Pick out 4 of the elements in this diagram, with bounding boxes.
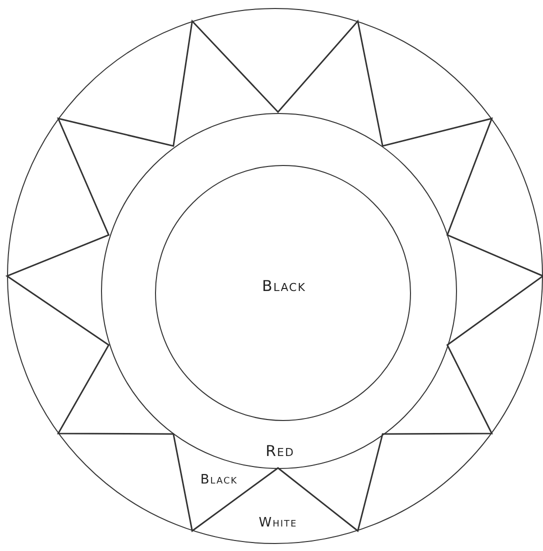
- region-label: White: [258, 516, 298, 530]
- region-label: Black: [200, 472, 238, 488]
- region-label: Black: [262, 277, 306, 295]
- region-label: Red: [266, 442, 294, 460]
